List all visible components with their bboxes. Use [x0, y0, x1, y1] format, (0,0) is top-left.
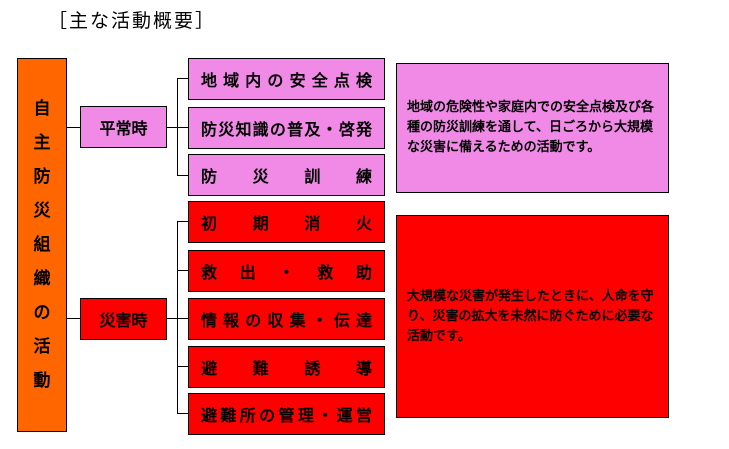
description-text: 地域の危険性や家庭内での安全点検及び各種の防災訓練を通して、日ごろから大規模な災…: [407, 100, 655, 155]
activity-label: 地域内の安全点検: [201, 71, 372, 90]
activity-item: 防災訓練: [188, 154, 385, 196]
root-label-char: 主: [33, 133, 51, 153]
root-label-char: 織: [33, 269, 51, 289]
connector: [166, 127, 178, 128]
activity-label: 防災訓練: [201, 167, 372, 186]
activity-item: 初期消火: [188, 201, 385, 243]
root-label-char: 自: [33, 99, 51, 119]
connector: [177, 366, 188, 367]
activity-item: 救出・救助: [188, 250, 385, 292]
activity-label: 情報の収集・伝達: [201, 311, 372, 330]
root-box: 自主防災組織の活動: [17, 58, 67, 432]
activity-item: 避難所の管理・運営: [188, 393, 385, 435]
activity-item: 避難誘導: [188, 346, 385, 388]
connector: [177, 78, 178, 175]
root-label-char: の: [33, 303, 51, 323]
root-label-char: 動: [33, 371, 51, 391]
connector: [177, 318, 188, 319]
activity-label: 救出・救助: [201, 263, 372, 282]
activity-label: 防災知識の普及・啓発: [201, 120, 372, 139]
category-disaster-time: 災害時: [80, 298, 167, 340]
connector: [166, 318, 178, 319]
category-normal-time: 平常時: [80, 106, 167, 148]
connector: [177, 127, 188, 128]
root-label-char: 防: [33, 167, 51, 187]
connector: [177, 270, 188, 271]
diagram-title: ［主な活動概要］: [48, 10, 217, 32]
activity-item: 地域内の安全点検: [188, 58, 385, 100]
category-label: 平常時: [99, 119, 148, 138]
connector: [177, 221, 178, 413]
connector: [66, 127, 80, 128]
activity-label: 初期消火: [201, 214, 372, 233]
activity-item: 防災知識の普及・啓発: [188, 107, 385, 149]
normal-time-description: 地域の危険性や家庭内での安全点検及び各種の防災訓練を通して、日ごろから大規模な災…: [396, 63, 669, 193]
connector: [177, 175, 188, 176]
connector: [177, 78, 188, 79]
root-label-char: 災: [33, 201, 51, 221]
disaster-time-description: 大規模な災害が発生したときに、人命を守り、災害の拡大を未然に防ぐために必要な活動…: [396, 215, 669, 418]
activity-label: 避難誘導: [201, 359, 372, 378]
connector: [66, 318, 80, 319]
description-text: 大規模な災害が発生したときに、人命を守り、災害の拡大を未然に防ぐために必要な活動…: [407, 288, 654, 344]
connector: [177, 221, 188, 222]
category-label: 災害時: [99, 311, 148, 330]
activity-label: 避難所の管理・運営: [201, 406, 372, 425]
connector: [177, 413, 188, 414]
root-label-char: 活: [33, 337, 51, 357]
activity-item: 情報の収集・伝達: [188, 298, 385, 340]
root-label-char: 組: [33, 235, 51, 255]
